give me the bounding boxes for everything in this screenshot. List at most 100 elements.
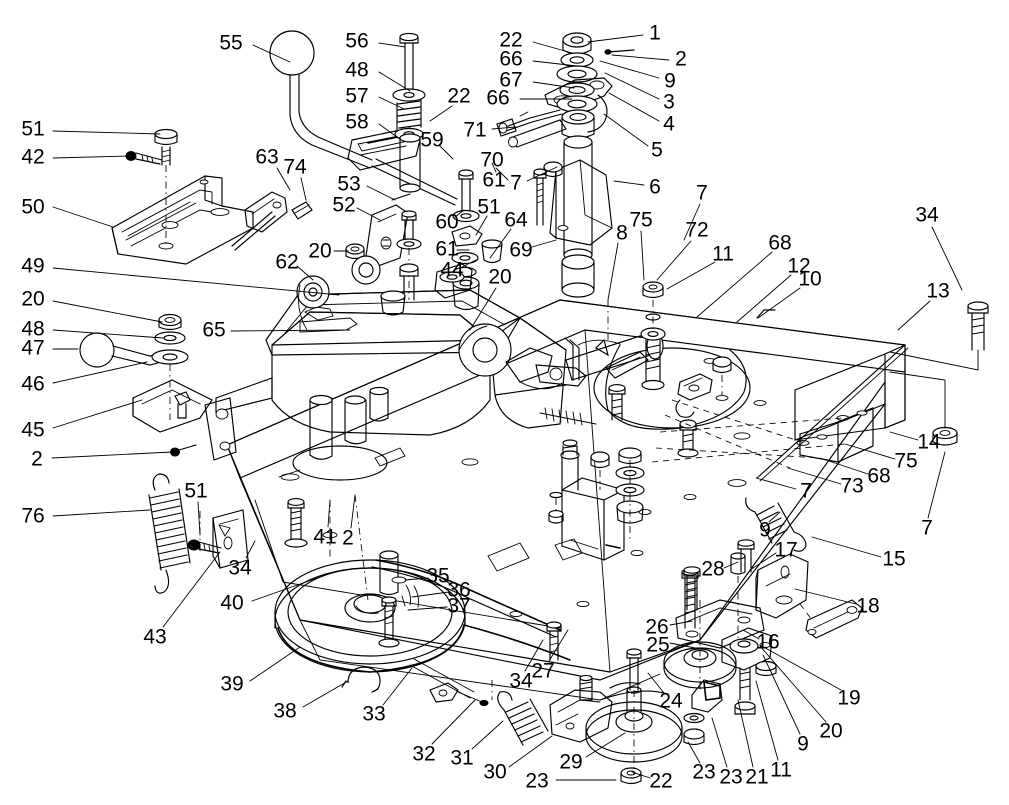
callout-number-51: 51: [184, 479, 208, 503]
leader-line-55: [252, 44, 291, 63]
callout-number-62: 62: [275, 250, 299, 274]
leader-line-11: [666, 261, 716, 290]
leader-line-70: [495, 167, 509, 181]
callout-number-41: 41: [313, 525, 337, 549]
callout-number-68: 68: [768, 231, 792, 255]
callout-number-55: 55: [219, 31, 243, 55]
callout-number-34: 34: [509, 669, 533, 693]
leader-line-2: [611, 54, 670, 61]
leader-line-75: [844, 443, 896, 460]
leader-line-13: [897, 300, 931, 331]
callout-number-56: 56: [345, 29, 369, 53]
leader-line-56: [378, 42, 406, 48]
callout-number-12: 12: [787, 254, 811, 278]
callout-number-48: 48: [345, 58, 369, 82]
callout-number-23: 23: [719, 765, 743, 789]
callout-number-30: 30: [483, 760, 507, 784]
callout-number-33: 33: [362, 702, 386, 726]
idler-bracket-assembly: [409, 648, 683, 785]
leader-line-63: [276, 167, 291, 191]
callout-number-22: 22: [447, 84, 471, 108]
callout-number-64: 64: [504, 208, 528, 232]
callout-number-61: 61: [435, 237, 459, 261]
leader-line-7: [526, 166, 558, 182]
callout-number-5: 5: [651, 138, 663, 162]
leader-line-19: [759, 644, 842, 691]
callout-number-49: 49: [21, 254, 45, 278]
leader-line-50: [52, 206, 114, 228]
callout-number-75: 75: [629, 208, 653, 232]
leader-line-25: [669, 642, 701, 650]
transaxle-housing: [215, 289, 664, 481]
leader-line-51: [197, 501, 201, 536]
leader-line-22: [631, 771, 651, 779]
callout-number-10: 10: [798, 267, 822, 291]
callout-number-6: 6: [649, 175, 661, 199]
leader-line-49: [52, 267, 340, 296]
callout-number-76: 76: [21, 504, 45, 528]
leader-line-26: [669, 620, 693, 626]
leader-line-51: [475, 215, 488, 236]
leader-line-60: [454, 209, 465, 218]
callout-number-28: 28: [701, 557, 725, 581]
leader-line-20: [52, 300, 163, 323]
callout-number-3: 3: [663, 90, 675, 114]
callout-number-37: 37: [447, 594, 471, 618]
leader-line-12: [736, 274, 792, 323]
callout-number-17: 17: [774, 538, 798, 562]
callout-number-14: 14: [917, 430, 941, 454]
leader-line-22: [429, 105, 453, 122]
callout-number-7: 7: [696, 181, 708, 205]
leader-line-14: [889, 431, 919, 441]
seat-pan-bracket: [111, 128, 313, 265]
leader-line-23: [711, 717, 728, 768]
drive-pulley-assembly: [274, 494, 571, 693]
callout-number-40: 40: [220, 591, 244, 615]
callout-number-24: 24: [659, 689, 683, 713]
callout-leader-lines: [51, 34, 963, 781]
shift-guide-bracket: [296, 193, 473, 331]
leader-line-69: [531, 239, 557, 248]
shift-tower-assembly: [496, 32, 635, 298]
callout-number-9: 9: [664, 69, 676, 93]
leader-line-46: [52, 361, 148, 384]
leader-line-58: [378, 123, 402, 141]
callout-number-69: 69: [509, 238, 533, 262]
leader-line-62: [296, 265, 314, 281]
leader-line-45: [52, 399, 143, 429]
callout-number-20: 20: [21, 287, 45, 311]
callout-number-8: 8: [616, 221, 628, 245]
leader-line-11: [755, 680, 779, 761]
callout-number-13: 13: [926, 279, 950, 303]
leader-line-32: [431, 699, 476, 745]
leader-line-21: [737, 699, 754, 768]
callout-number-11: 11: [712, 242, 734, 266]
leader-line-75: [640, 230, 645, 281]
leader-line-34: [524, 639, 544, 672]
leader-line-34: [931, 226, 963, 291]
leader-line-5: [603, 113, 649, 147]
callout-number-46: 46: [21, 372, 45, 396]
callout-number-72: 72: [685, 218, 709, 242]
leader-line-27: [548, 629, 569, 662]
callout-number-57: 57: [345, 84, 369, 108]
leader-line-37: [407, 606, 448, 611]
callout-number-51: 51: [21, 117, 45, 141]
leader-line-6: [613, 180, 645, 186]
callout-number-38: 38: [273, 699, 297, 723]
leader-line-3: [604, 72, 660, 100]
callout-number-11: 11: [770, 758, 792, 782]
callout-number-31: 31: [450, 746, 474, 770]
callout-number-35: 35: [426, 564, 450, 588]
callout-number-53: 53: [337, 172, 361, 196]
leader-line-7: [927, 451, 946, 519]
callout-number-34: 34: [228, 556, 252, 580]
leader-line-18: [794, 588, 857, 605]
leader-line-10: [757, 287, 801, 319]
leader-line-71: [491, 126, 517, 130]
leader-line-48: [378, 71, 411, 92]
callout-number-73: 73: [840, 474, 864, 498]
callout-number-22: 22: [499, 28, 523, 52]
callout-number-68: 68: [867, 464, 891, 488]
